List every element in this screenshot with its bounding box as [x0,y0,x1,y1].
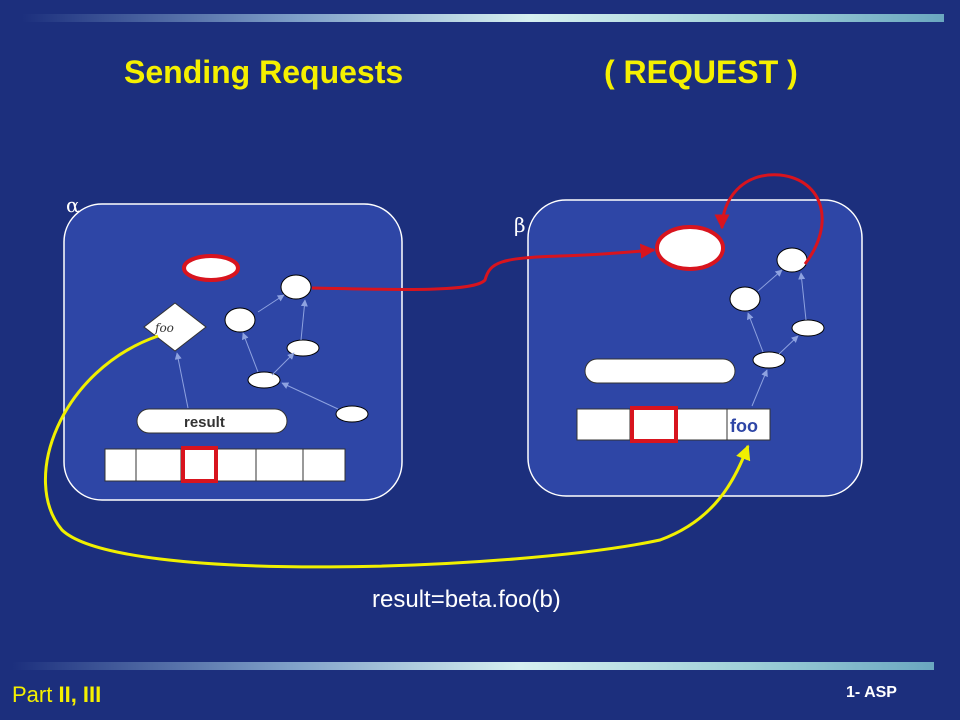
beta-active-object [655,225,725,271]
alpha-object-5 [335,405,369,423]
future-reply-arrow [44,334,751,569]
footer-part: Part II, III [12,682,101,708]
beta-request-queue: foo [576,406,771,443]
alpha-queue-highlight [181,446,218,483]
alpha-label: α [66,193,80,217]
beta-edge [778,335,799,355]
activity-alpha: α foo result [63,193,403,501]
bottom-rule [12,662,934,670]
alpha-edge [281,382,339,410]
beta-edge [746,312,764,353]
beta-queue-foo-label: foo [730,416,758,436]
alpha-edge [257,294,285,313]
beta-edge [751,369,768,407]
beta-object-3 [791,319,825,337]
alpha-object-4 [247,371,281,389]
request-send-arrow [311,243,656,292]
footer-part-numbers: II, III [58,682,102,707]
code-caption: result=beta.foo(b) [372,586,561,613]
beta-object-1 [776,247,808,273]
future-method-label: foo [154,321,174,335]
alpha-edge [300,299,308,341]
alpha-object-2 [224,307,256,333]
activity-beta: β foo [514,173,863,497]
beta-label: β [514,213,526,237]
alpha-request-queue [104,446,346,483]
alpha-pending-ellipse [182,254,240,282]
slide-title: Sending Requests [124,54,404,90]
footer-part-prefix: Part [12,682,59,707]
beta-edge [757,269,783,292]
alpha-edge [271,352,295,376]
alpha-object-3 [286,339,320,357]
beta-queue-highlight [630,406,678,443]
beta-self-loop-arrow [714,173,824,265]
footer-slide-id: 1- ASP [846,684,897,701]
beta-object-2 [729,286,761,312]
slide-title-tag: ( REQUEST ) [604,54,798,90]
beta-edge [798,272,807,321]
alpha-edge [174,352,189,409]
future-diamond [143,302,207,352]
top-rule [22,14,944,22]
beta-object-4 [752,351,786,369]
beta-future-box [584,358,736,384]
alpha-object-1 [280,274,312,300]
result-future-box [136,408,288,434]
alpha-edge [241,332,259,373]
result-future-label: result [184,414,225,431]
